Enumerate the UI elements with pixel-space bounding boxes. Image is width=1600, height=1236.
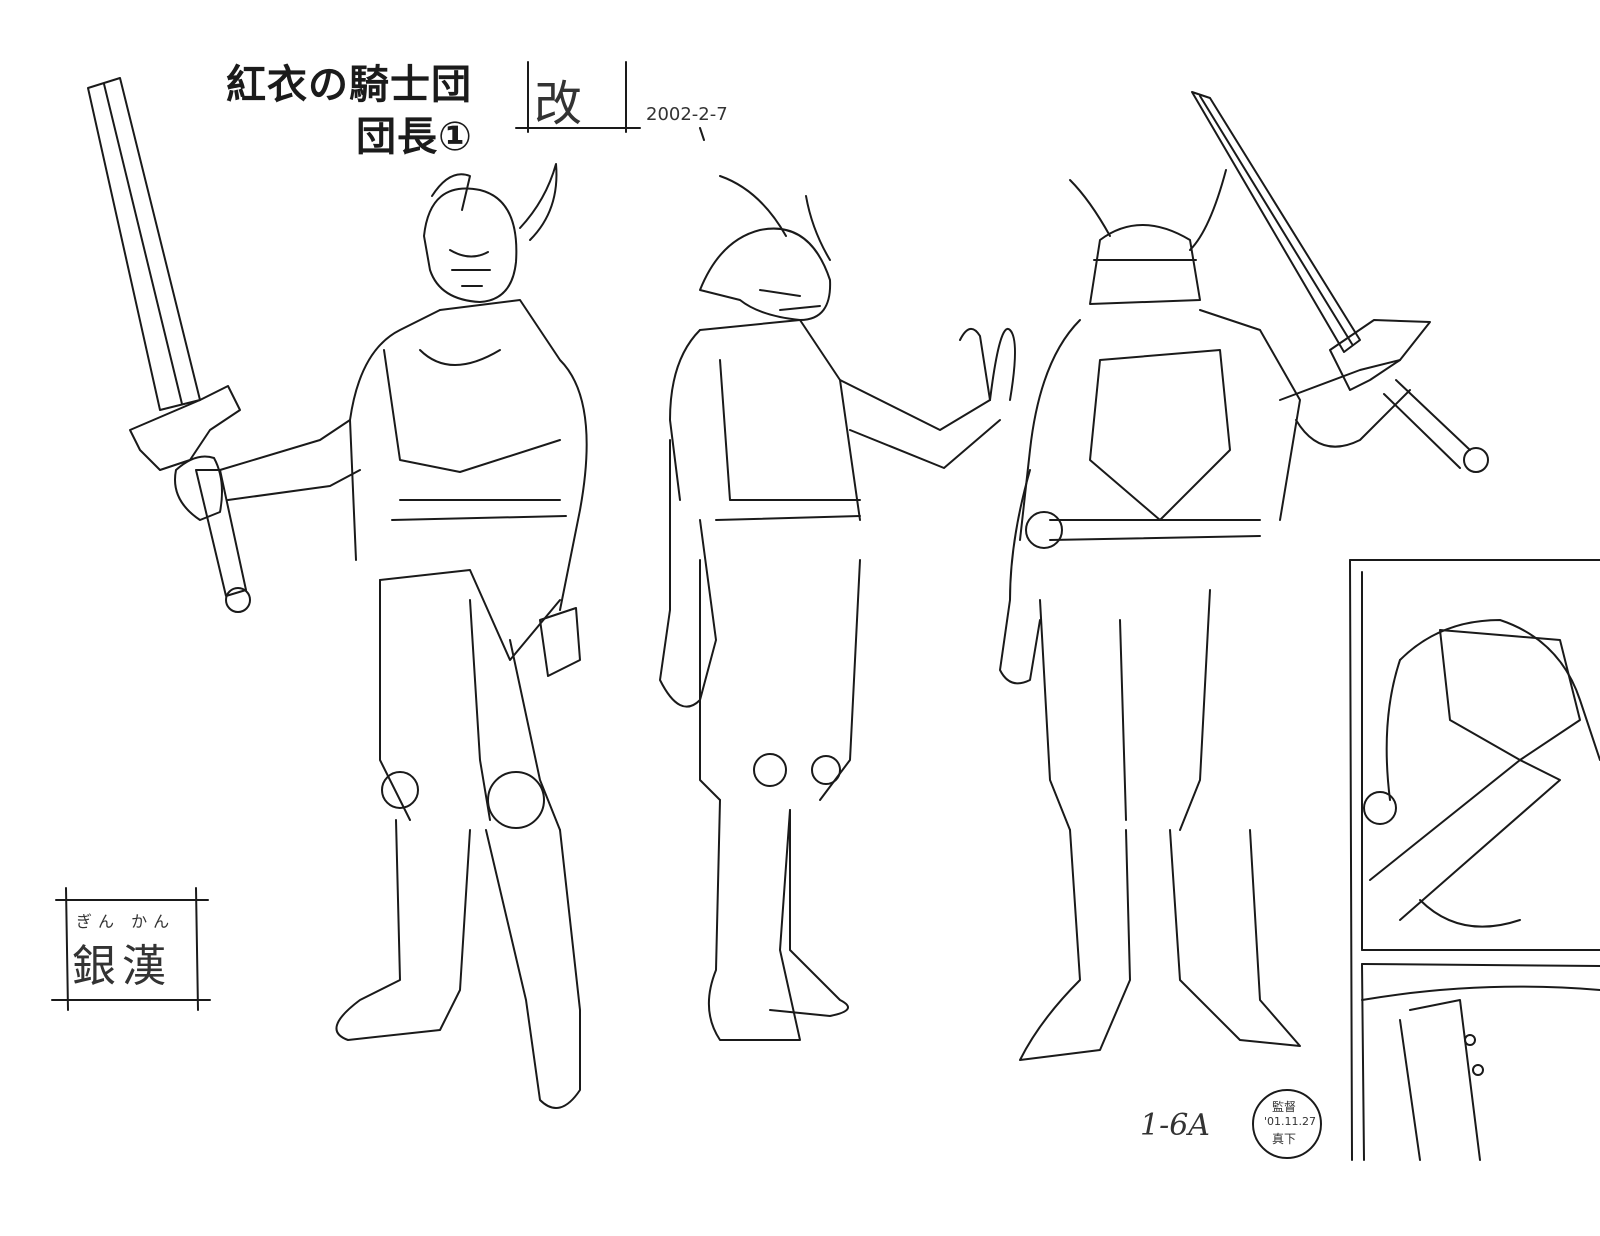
- approval-stamp: [1252, 1089, 1322, 1159]
- detail-panels: [1349, 559, 1600, 1161]
- name-box: [51, 887, 211, 1011]
- stamp-date: '01.11.27: [1264, 1115, 1317, 1128]
- stamp-label: 監督: [1272, 1100, 1297, 1114]
- sheet-code: 1-6A: [1140, 1108, 1210, 1143]
- sheet-subtitle: 団長①: [356, 114, 473, 160]
- revision-mark: 改: [534, 76, 582, 132]
- character-name-ruby: ぎん かん: [76, 912, 176, 931]
- revision-box: [515, 61, 705, 141]
- figure-back-view: [999, 91, 1489, 1061]
- character-name: 銀漢: [72, 941, 172, 992]
- sheet-title: 紅衣の騎士団: [226, 62, 472, 108]
- figure-front-view: [87, 77, 588, 1109]
- stamp-name: 真下: [1272, 1132, 1297, 1146]
- revision-date: 2002-2-7: [646, 104, 728, 125]
- figure-side-view: [659, 175, 1016, 1041]
